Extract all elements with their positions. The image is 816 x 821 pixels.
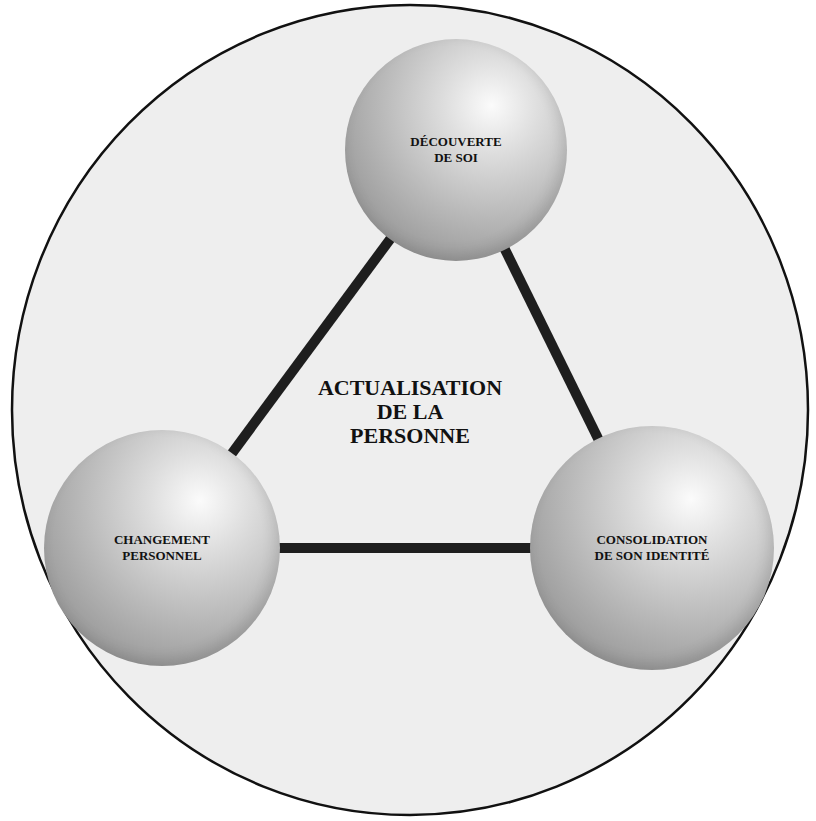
connector-bar [502, 244, 600, 444]
connector-bar [274, 548, 536, 549]
sphere-node: CONSOLIDATION DE SON IDENTITÉ [530, 426, 774, 670]
node-text: CHANGEMENT PERSONNEL [106, 532, 218, 563]
node-text: DÉCOUVERTE DE SOI [400, 134, 512, 165]
outer-circle-shape [12, 5, 808, 815]
node-text: CONSOLIDATION DE SON IDENTITÉ [588, 532, 716, 563]
sphere-node: DÉCOUVERTE DE SOI [345, 39, 567, 261]
connector-line [274, 543, 536, 553]
center-title: ACTUALISATION DE LA PERSONNE [315, 376, 505, 449]
connector-line [502, 244, 600, 444]
sphere-node: CHANGEMENT PERSONNEL [44, 430, 280, 666]
